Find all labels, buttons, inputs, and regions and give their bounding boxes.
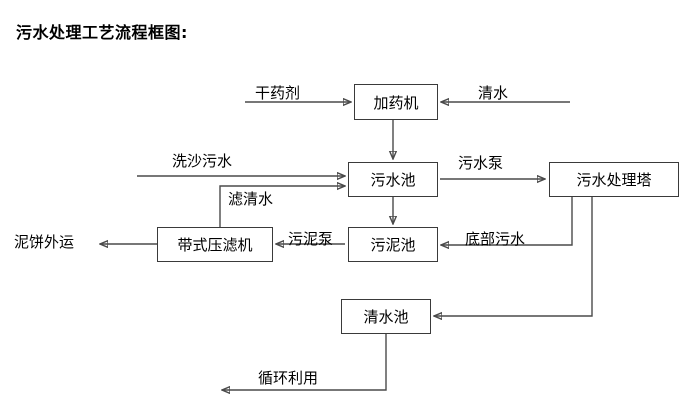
edge-label-sand-wash: 洗沙污水 <box>172 152 233 170</box>
node-sewage-pool[interactable]: 污水池 <box>348 162 438 197</box>
node-belt-press[interactable]: 带式压滤机 <box>157 227 273 262</box>
node-clean-pool[interactable]: 清水池 <box>341 299 431 334</box>
edge-label-recycle-use: 循环利用 <box>258 369 319 387</box>
node-label: 污泥池 <box>370 236 416 254</box>
node-label: 带式压滤机 <box>177 236 253 254</box>
page-title: 污水处理工艺流程框图: <box>16 23 188 42</box>
edge-label-bottom-sewage: 底部污水 <box>465 230 526 248</box>
edge-label-sludge-pump: 污泥泵 <box>288 230 334 248</box>
node-dosing-machine[interactable]: 加药机 <box>354 84 438 120</box>
wire-filtrate-to-sewage-pool <box>219 186 345 227</box>
edge-label-dry-reagent: 干药剂 <box>255 84 301 102</box>
edge-label-clean-water-in: 清水 <box>478 84 509 102</box>
wire-clean-pool-to-recycle <box>222 334 387 390</box>
edge-label-mud-cake-out: 泥饼外运 <box>14 233 75 251</box>
node-label: 加药机 <box>373 93 419 112</box>
node-treatment-tower[interactable]: 污水处理塔 <box>549 162 679 197</box>
node-label: 污水处理塔 <box>576 171 652 189</box>
node-sludge-pool[interactable]: 污泥池 <box>348 227 438 262</box>
edge-label-filtrate: 滤清水 <box>228 190 274 208</box>
node-label: 清水池 <box>363 308 409 326</box>
edge-label-sewage-pump: 污水泵 <box>458 154 504 172</box>
wire-tower-to-sludge-pool <box>441 197 573 245</box>
wire-tower-to-clean-pool <box>434 197 593 316</box>
node-label: 污水池 <box>370 171 416 189</box>
